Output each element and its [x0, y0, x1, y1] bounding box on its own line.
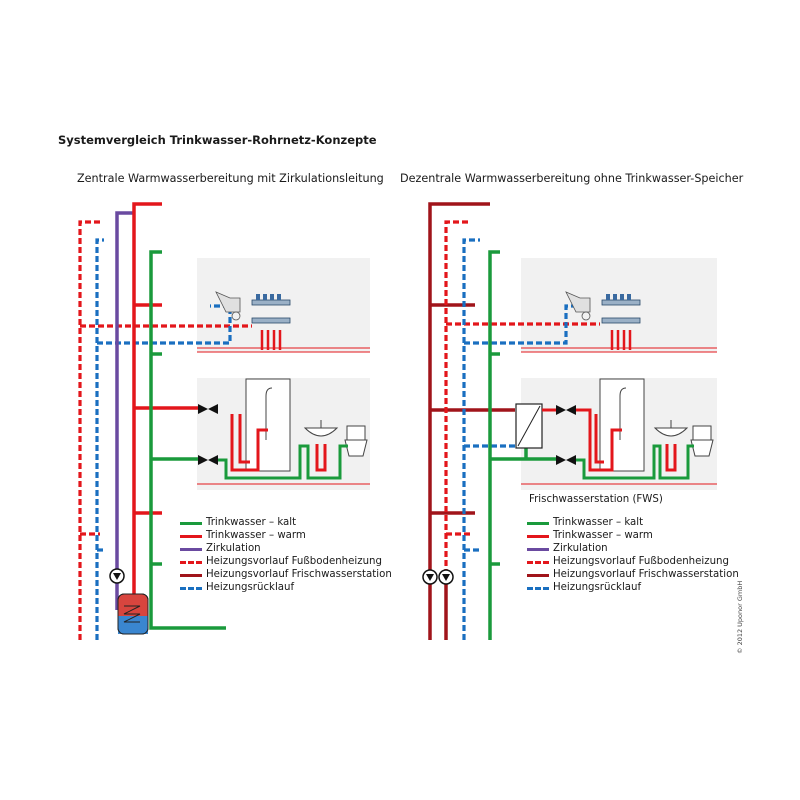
- legend-label: Heizungsrücklauf: [206, 582, 295, 593]
- left-heating-flow-pipe: [78, 220, 252, 640]
- left-bathroom-fixtures: [218, 378, 368, 480]
- left-panel-subtitle: Zentrale Warmwasserbereitung mit Zirkula…: [77, 172, 384, 185]
- left-heating-manifold: [215, 291, 291, 350]
- legend-label: Trinkwasser – warm: [206, 530, 306, 541]
- left-panel-diagram: [78, 202, 370, 640]
- legend-label: Trinkwasser – warm: [553, 530, 653, 541]
- right-panel-diagram: [422, 202, 717, 640]
- legend-swatch: [180, 587, 202, 590]
- right-bathroom-fixtures: [576, 378, 714, 480]
- legend-swatch: [180, 522, 202, 525]
- legend-label: Trinkwasser – kalt: [206, 517, 297, 528]
- left-circulation-pump: [109, 568, 125, 584]
- legend-swatch: [527, 535, 549, 538]
- legend-swatch: [180, 561, 202, 564]
- legend-label: Heizungsrücklauf: [553, 582, 642, 593]
- left-storage-tank: [117, 593, 149, 635]
- right-valves: [556, 405, 576, 465]
- legend-label: Heizungsvorlauf Frischwasserstation: [553, 569, 739, 580]
- legend-swatch: [527, 548, 549, 551]
- legend-swatch: [527, 574, 549, 577]
- left-warm-water-pipe: [132, 202, 200, 600]
- copyright-text: © 2012 Uponor GmbH: [736, 580, 744, 654]
- legend-swatch: [527, 561, 549, 564]
- left-heating-return-pipe: [95, 238, 232, 640]
- left-cold-water-pipe: [149, 250, 226, 630]
- right-heating-flow-pipe: [444, 220, 600, 575]
- page-title: Systemvergleich Trinkwasser-Rohrnetz-Kon…: [58, 133, 377, 147]
- legend-swatch: [180, 548, 202, 551]
- fws-label: Frischwasserstation (FWS): [529, 494, 663, 505]
- right-pumps: [422, 569, 454, 585]
- left-valves: [198, 404, 218, 465]
- legend-swatch: [527, 522, 549, 525]
- right-heating-manifold: [565, 291, 641, 350]
- right-cold-water-pipe: [488, 250, 560, 640]
- legend-label: Zirkulation: [553, 543, 608, 554]
- legend-label: Heizungsvorlauf Fußbodenheizung: [553, 556, 729, 567]
- legend-label: Heizungsvorlauf Fußbodenheizung: [206, 556, 382, 567]
- right-fws-flow-pipe: [428, 202, 515, 640]
- left-circulation-pipe: [115, 211, 134, 610]
- legend-swatch: [180, 535, 202, 538]
- legend-swatch: [180, 574, 202, 577]
- legend-swatch: [527, 587, 549, 590]
- legend-label: Heizungsvorlauf Frischwasserstation: [206, 569, 392, 580]
- right-panel-subtitle: Dezentrale Warmwasserbereitung ohne Trin…: [400, 172, 744, 185]
- legend-label: Zirkulation: [206, 543, 261, 554]
- legend-label: Trinkwasser – kalt: [553, 517, 644, 528]
